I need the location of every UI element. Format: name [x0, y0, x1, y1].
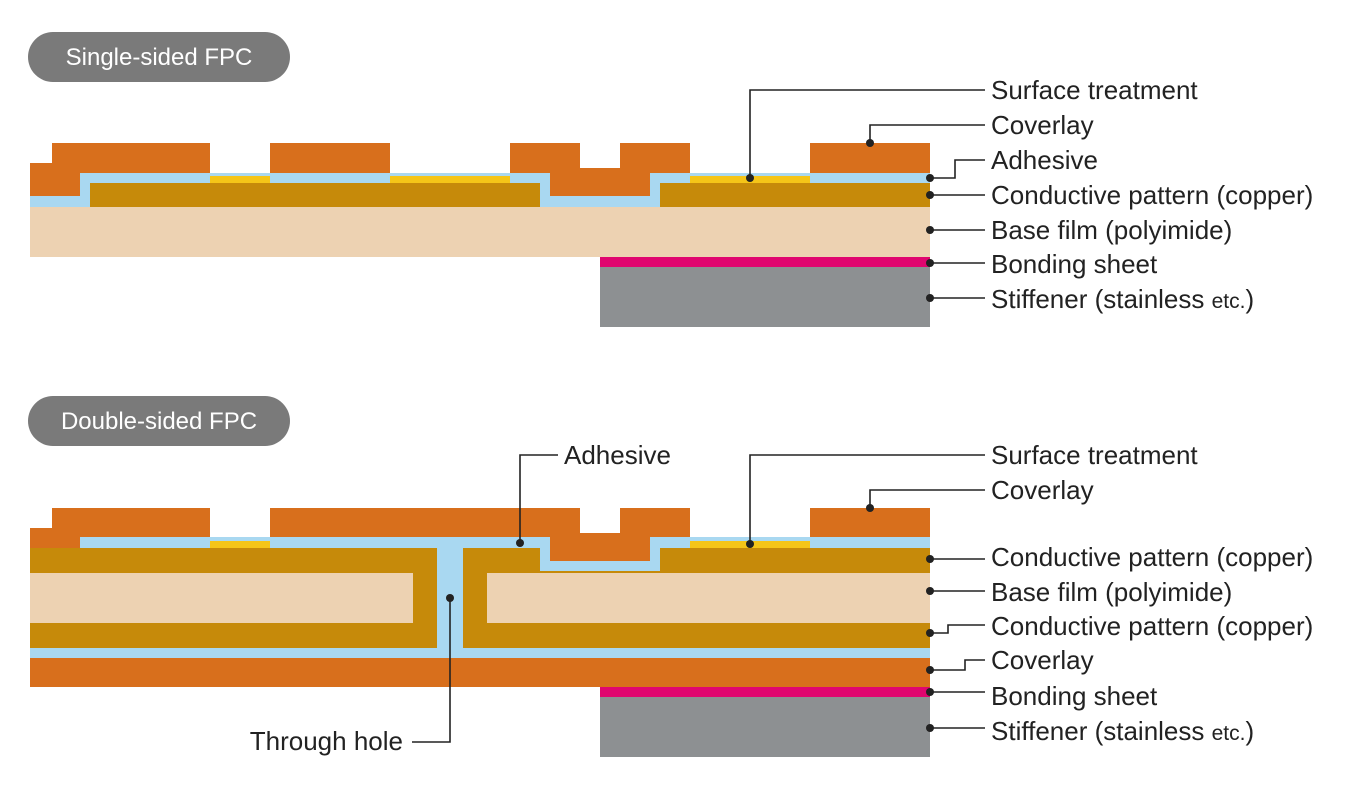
- double-title-pill: [28, 396, 290, 446]
- single-label-stiffener: Stiffener (stainless etc.): [991, 284, 1254, 314]
- double-stiffener-main: Stiffener (stainless: [991, 716, 1212, 746]
- double-dot-base: [926, 587, 934, 595]
- single-coverlay-right: [810, 143, 930, 173]
- double-dot-coverlay-top: [866, 504, 874, 512]
- single-surface-treatment-1: [210, 176, 270, 183]
- double-label-stiffener: Stiffener (stainless etc.): [991, 716, 1254, 746]
- double-dot-coverlay-bottom: [926, 666, 934, 674]
- single-coverlay-mid: [270, 143, 390, 173]
- double-surface-treatment-1: [210, 541, 270, 548]
- single-stiffener-main: Stiffener (stainless: [991, 284, 1212, 314]
- single-label-adhesive: Adhesive: [991, 145, 1098, 175]
- double-base-film-left: [30, 573, 413, 623]
- double-label-coverlay-bottom: Coverlay: [991, 645, 1094, 675]
- single-stiffener: [600, 267, 930, 327]
- single-title-pill: [28, 32, 290, 82]
- single-stiffener-small: etc.: [1212, 290, 1246, 313]
- single-base-film: [30, 207, 930, 257]
- double-sided-section: Double-sided FPC: [28, 396, 1313, 757]
- double-leader-adhesive: [519, 454, 558, 543]
- double-coverlay-top-mid: [270, 508, 690, 561]
- single-label-base-film: Base film (polyimide): [991, 215, 1232, 245]
- single-copper-2: [660, 183, 930, 207]
- double-label-base-film: Base film (polyimide): [991, 577, 1232, 607]
- single-copper-1: [90, 183, 540, 207]
- double-dot-stiffener: [926, 724, 934, 732]
- single-stiffener-end: ): [1245, 284, 1254, 314]
- double-dot-surface: [746, 540, 754, 548]
- double-stiffener-end: ): [1245, 716, 1254, 746]
- single-dot-base: [926, 226, 934, 234]
- single-surface-treatment-2: [390, 176, 510, 183]
- single-label-bonding: Bonding sheet: [991, 249, 1158, 279]
- double-bonding-sheet: [600, 687, 930, 697]
- double-label-conductive-top: Conductive pattern (copper): [991, 542, 1313, 572]
- double-label-bonding: Bonding sheet: [991, 681, 1158, 711]
- single-leader-adhesive: [930, 159, 985, 179]
- double-label-coverlay-top: Coverlay: [991, 475, 1094, 505]
- double-label-through-hole: Through hole: [250, 726, 403, 756]
- single-leader-surface: [749, 89, 985, 178]
- double-dot-bonding: [926, 688, 934, 696]
- double-label-surface-treatment: Surface treatment: [991, 440, 1198, 470]
- single-bonding-sheet: [600, 257, 930, 267]
- single-coverlay-left: [30, 143, 210, 196]
- double-label-conductive-bottom: Conductive pattern (copper): [991, 611, 1313, 641]
- double-dot-conductive-top: [926, 555, 934, 563]
- double-base-film-right: [487, 573, 930, 623]
- double-title: Double-sided FPC: [61, 408, 257, 435]
- single-label-conductive: Conductive pattern (copper): [991, 180, 1313, 210]
- single-coverlay-step: [510, 143, 690, 196]
- single-title: Single-sided FPC: [66, 44, 253, 71]
- single-dot-surface: [746, 174, 754, 182]
- single-dot-stiffener: [926, 294, 934, 302]
- double-leader-coverlay-top: [869, 489, 985, 508]
- double-dot-through-hole: [446, 594, 454, 602]
- single-dot-adhesive: [926, 174, 934, 182]
- double-dot-adhesive: [516, 539, 524, 547]
- double-coverlay-top-left: [30, 508, 210, 548]
- double-leader-conductive-bottom: [930, 624, 985, 634]
- double-leader-surface: [749, 454, 985, 544]
- double-coverlay-top-right: [810, 508, 930, 537]
- single-dot-bonding: [926, 259, 934, 267]
- single-label-coverlay: Coverlay: [991, 110, 1094, 140]
- double-coverlay-bottom: [30, 658, 930, 687]
- single-label-surface-treatment: Surface treatment: [991, 75, 1198, 105]
- double-stiffener-small: etc.: [1212, 722, 1246, 745]
- double-leader-coverlay-bottom: [930, 659, 985, 671]
- single-sided-section: Single-sided FPC S: [28, 32, 1313, 327]
- single-dot-coverlay: [866, 139, 874, 147]
- double-label-adhesive: Adhesive: [564, 440, 671, 470]
- single-leader-coverlay: [869, 124, 985, 143]
- double-leader-through-hole: [412, 598, 451, 743]
- double-dot-conductive-bottom: [926, 629, 934, 637]
- double-stiffener: [600, 697, 930, 757]
- single-dot-conductive: [926, 191, 934, 199]
